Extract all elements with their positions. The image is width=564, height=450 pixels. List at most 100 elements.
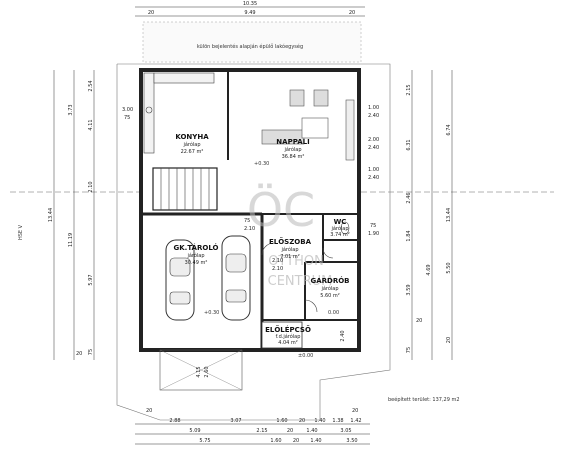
room-kitchen: KONYHA járólap 22.67 m² xyxy=(175,133,209,155)
dim-bottom: 3.07 xyxy=(230,418,241,424)
axis-marker: HSE V xyxy=(18,224,24,240)
level-marker: ±0.00 xyxy=(298,353,313,359)
svg-text:WC: WC xyxy=(334,218,347,226)
door-swing xyxy=(304,299,318,313)
dim-opening: 2.40 xyxy=(368,113,379,119)
svg-text:GARDRÓB: GARDRÓB xyxy=(310,276,349,285)
dim-right: 1.84 xyxy=(406,230,412,241)
dim-bottom: 3.50 xyxy=(346,438,357,444)
dim-misc: 20 xyxy=(76,351,82,357)
room-garage: GK.TÁROLÓ járólap 30.49 m² xyxy=(174,243,219,266)
dim-left: 3.73 xyxy=(68,104,74,115)
dim-right: 2.15 xyxy=(406,84,412,95)
dim-bottom: 1.38 xyxy=(332,418,343,424)
dim-opening: 2.00 xyxy=(368,137,379,143)
dim-top: 20 xyxy=(349,10,355,16)
dim-bottom: 20 xyxy=(293,438,299,444)
svg-text:30.49 m²: 30.49 m² xyxy=(185,260,208,266)
dim-right: 6.74 xyxy=(446,124,452,135)
svg-text:járólap: járólap xyxy=(280,246,298,253)
room-living: NAPPALI járólap 36.84 m² xyxy=(276,138,309,160)
level-marker: +0.30 xyxy=(254,161,269,167)
dim-right: 4.69 xyxy=(426,264,432,275)
door-swing xyxy=(322,247,334,259)
room-entrance-steps: ELŐLÉPCSŐ f.d.járólap 4.04 m² xyxy=(265,325,311,346)
svg-text:KONYHA: KONYHA xyxy=(175,133,209,141)
dim-left: 13.44 xyxy=(48,208,54,222)
dim-opening: 2.40 xyxy=(368,145,379,151)
dim-bottom: 1.40 xyxy=(306,428,317,434)
separate-building-label: külön bejelentés alapján épülő lakóegysé… xyxy=(197,43,303,50)
dim-left: 11.19 xyxy=(68,233,74,247)
dim-opening: 2.10 xyxy=(272,266,283,272)
dim-right: 5.50 xyxy=(446,262,452,273)
level-marker: 0.00 xyxy=(328,310,339,316)
svg-text:NAPPALI: NAPPALI xyxy=(276,138,309,146)
watermark-line3: CENTRUM xyxy=(268,274,333,289)
room-hall: ELŐSZOBA járólap 7.01 m² xyxy=(269,237,312,260)
svg-text:járólap: járólap xyxy=(320,285,338,292)
dim-right: 2.46 xyxy=(406,192,412,203)
dim-left: 2.54 xyxy=(88,80,94,91)
dim-bottom: 1.42 xyxy=(350,418,361,424)
svg-text:f.d.járólap: f.d.járólap xyxy=(276,333,301,340)
svg-text:36.84 m²: 36.84 m² xyxy=(282,154,305,160)
dim-opening: 1.00 xyxy=(368,167,379,173)
dim-left: 5.97 xyxy=(88,274,94,285)
dim-misc: 4.15 xyxy=(196,366,202,377)
dim-right: 6.31 xyxy=(406,139,412,150)
dim-opening: 75 xyxy=(370,223,376,229)
dim-bottom: 5.75 xyxy=(199,438,210,444)
room-wardrobe: GARDRÓB járólap 5.60 m² xyxy=(310,276,349,299)
door-swing xyxy=(261,242,275,256)
svg-text:ELŐLÉPCSŐ: ELŐLÉPCSŐ xyxy=(265,325,311,334)
dim-bottom: 1.60 xyxy=(276,418,287,424)
dim-misc: 3.00 xyxy=(122,107,133,113)
entrance-steps xyxy=(261,321,303,349)
svg-text:5.60 m²: 5.60 m² xyxy=(320,293,340,299)
dim-top: 20 xyxy=(148,10,154,16)
watermark-line2: OTTHON xyxy=(268,254,324,269)
svg-text:GK.TÁROLÓ: GK.TÁROLÓ xyxy=(174,243,219,252)
car-icon xyxy=(221,235,251,321)
dim-bottom: 20 xyxy=(287,428,293,434)
separate-building-zone xyxy=(142,21,362,63)
dim-bottom: 3.05 xyxy=(340,428,351,434)
dim-right: 20 xyxy=(446,337,452,343)
svg-text:járólap: járólap xyxy=(186,252,204,259)
svg-text:3.74 m²: 3.74 m² xyxy=(330,232,350,238)
dim-top: 9.49 xyxy=(244,10,255,16)
built-area-label: beépített terület: 137,29 m2 xyxy=(388,396,460,403)
dim-opening: 2.40 xyxy=(368,175,379,181)
stair-steps xyxy=(160,168,210,210)
dim-left: 75 xyxy=(88,349,94,355)
dim-right: 13.44 xyxy=(446,208,452,222)
dimension-lines xyxy=(53,6,453,445)
armchair-icon xyxy=(313,89,329,107)
dim-opening: 1.90 xyxy=(368,231,379,237)
table-icon xyxy=(301,117,329,139)
dim-misc: 20 xyxy=(352,408,358,414)
svg-text:járólap: járólap xyxy=(283,146,301,153)
plot-outline xyxy=(116,63,391,421)
dim-bottom: 20 xyxy=(299,418,305,424)
watermark-logo: ÖC xyxy=(247,183,315,237)
dim-left: 2.10 xyxy=(88,181,94,192)
dim-bottom: 1.40 xyxy=(314,418,325,424)
toilet-icon xyxy=(340,221,350,235)
dim-bottom: 1.40 xyxy=(310,438,321,444)
room-wc: WC járólap 3.74 m² xyxy=(330,218,350,238)
dim-bottom: 1.60 xyxy=(270,438,281,444)
dim-top-total: 10.35 xyxy=(243,1,257,7)
dim-right: 75 xyxy=(406,347,412,353)
tv-unit-icon xyxy=(345,99,355,161)
dim-misc: 20 xyxy=(416,318,422,324)
sink-icon xyxy=(145,106,153,114)
armchair-icon xyxy=(289,89,305,107)
level-marker: +0.30 xyxy=(204,310,219,316)
dim-opening: 1.00 xyxy=(368,105,379,111)
dim-bottom: 5.09 xyxy=(189,428,200,434)
dim-left: 4.11 xyxy=(88,119,94,130)
svg-text:ELŐSZOBA: ELŐSZOBA xyxy=(269,237,312,246)
